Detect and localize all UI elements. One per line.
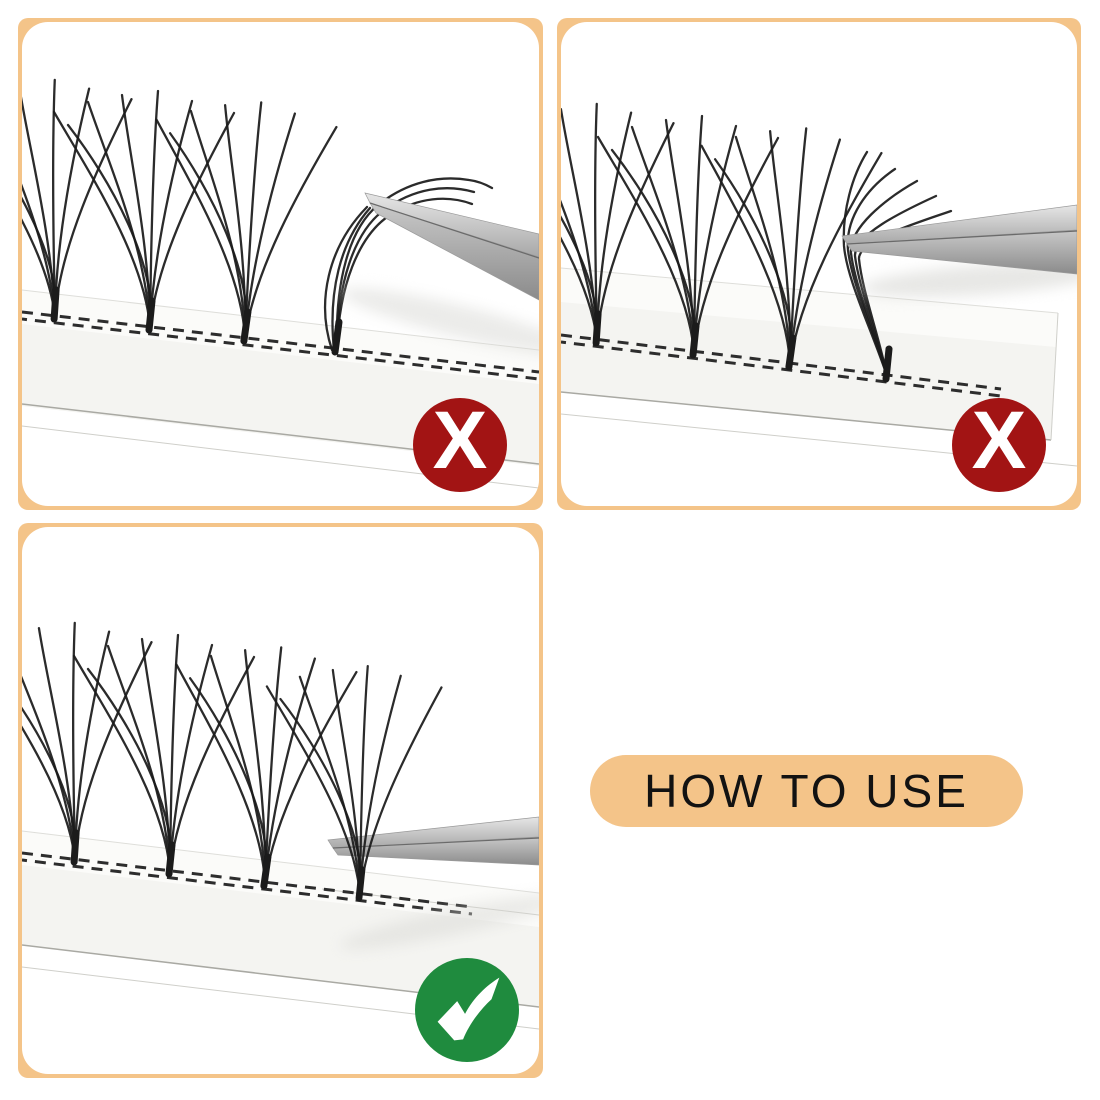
- adhesive-dashes: [561, 333, 1002, 398]
- tweezers: [841, 204, 1077, 275]
- wrong-mark-label: X: [971, 395, 1027, 486]
- tweezers: [364, 192, 539, 301]
- adhesive-dashes: [22, 310, 539, 381]
- panel-grab-by-tips: X: [18, 18, 543, 510]
- x-in-circle-icon: X: [952, 398, 1046, 492]
- page-title: HOW TO USE: [644, 765, 969, 817]
- lash-strip-photo-middle: X: [561, 22, 1077, 506]
- lash-strip-scene: [22, 22, 539, 489]
- wrong-mark-label: X: [432, 395, 488, 486]
- lash-fan-grabbed-at-middle: [842, 150, 953, 383]
- tweezers-shadow: [340, 288, 539, 356]
- tweezers: [327, 816, 539, 866]
- tweezers-shadow: [861, 262, 1077, 298]
- check-icon: [437, 977, 500, 1041]
- tweezers-shadow: [339, 894, 539, 950]
- lash-strip-scene: [561, 22, 1077, 467]
- how-to-use-pill: HOW TO USE: [590, 755, 1023, 827]
- x-in-circle-icon: X: [413, 398, 507, 492]
- panel-grab-by-middle: X: [557, 18, 1081, 510]
- panel-grab-by-base: [18, 523, 543, 1078]
- lash-strip-photo-tips: X: [22, 22, 539, 506]
- check-in-circle-icon: [415, 958, 519, 1062]
- lash-strip-scene: [22, 527, 539, 1030]
- lash-strip-photo-base: [22, 527, 539, 1074]
- adhesive-dashes: [22, 851, 473, 916]
